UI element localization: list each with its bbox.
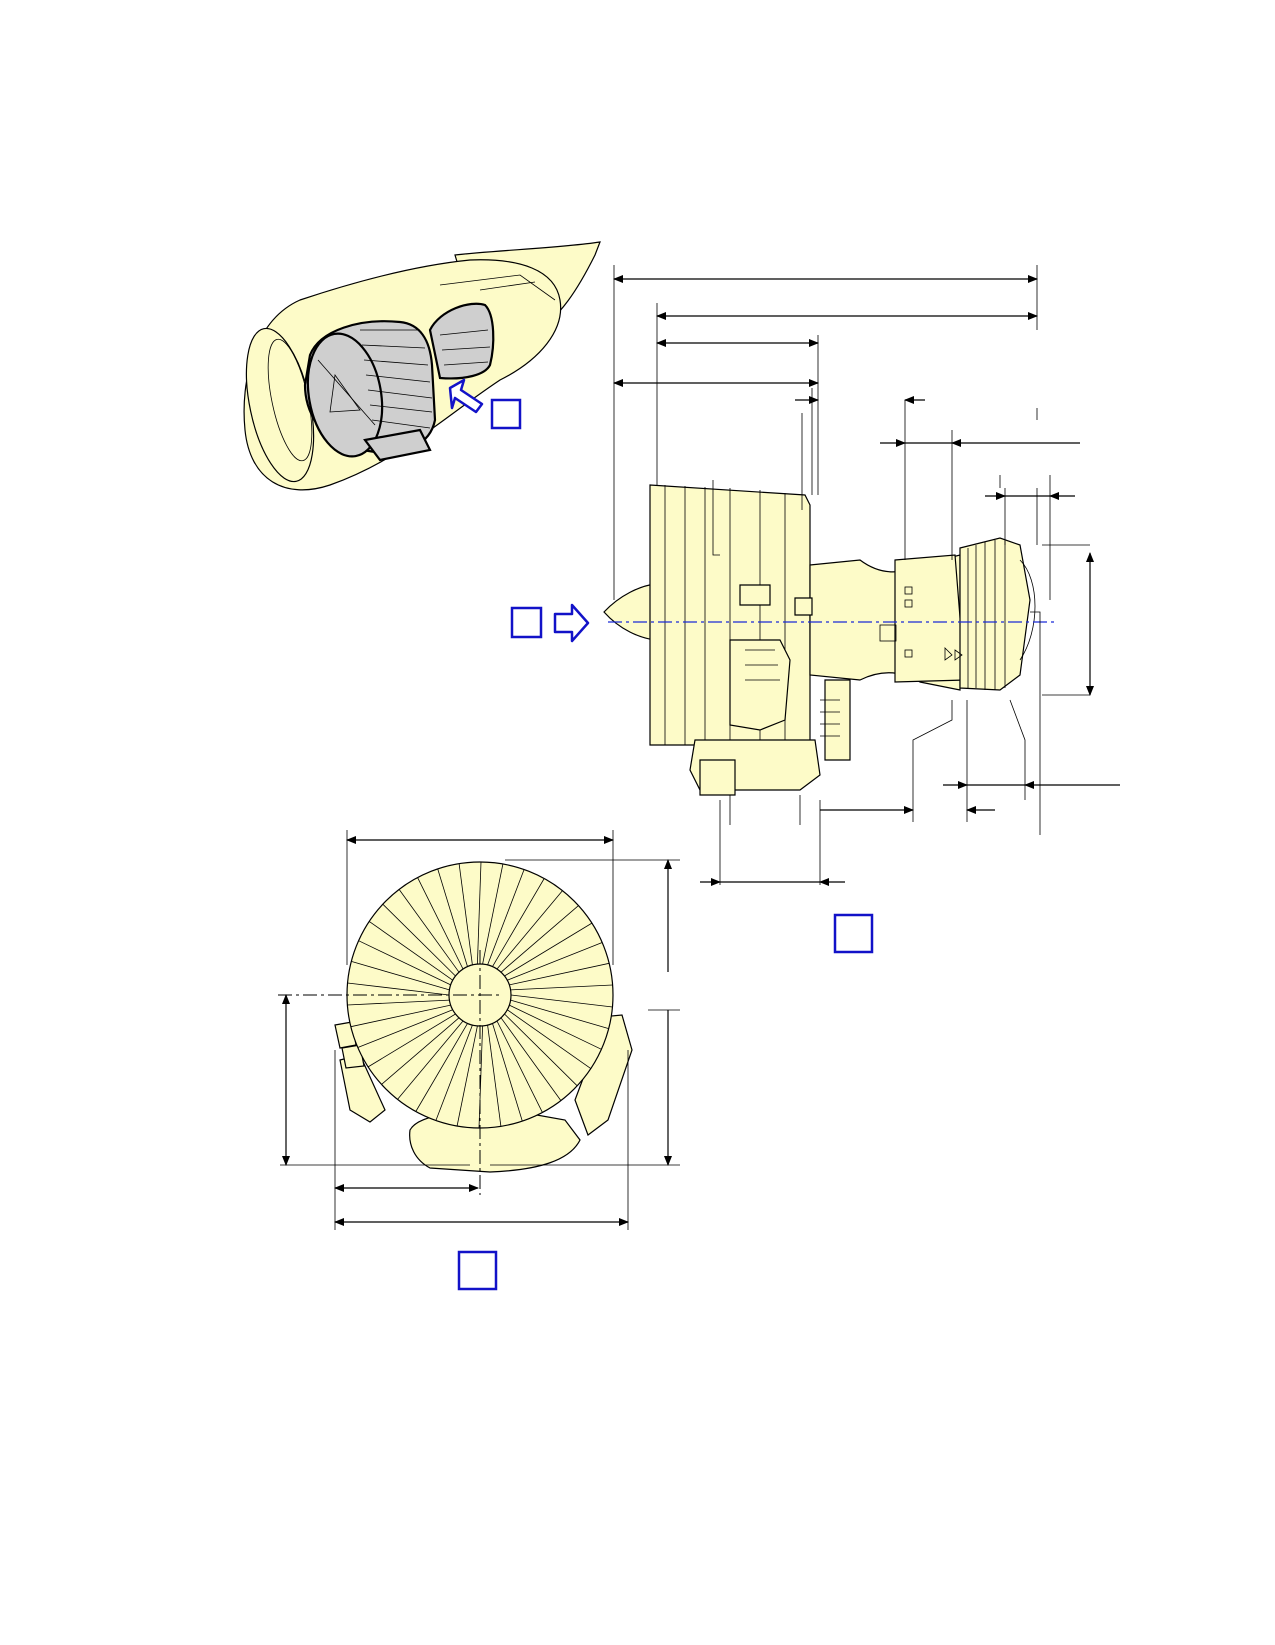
fan-blade [492,1023,523,1122]
fan-blade [458,863,473,965]
fan-blade [500,1017,562,1101]
fan-blade [510,999,609,1029]
callout-side-view-arrow-box [510,606,543,639]
callout-locator-box [490,398,522,430]
fan-blade [487,1025,502,1127]
fan-blade [504,922,593,977]
fan-blade [350,1004,451,1028]
fan-blade [367,1013,456,1068]
fan-blade [492,878,545,967]
fan-blade [358,940,451,986]
fan-blade [496,890,563,970]
fan-blade [487,869,525,966]
fan-blade [477,861,482,965]
fan-blade [510,984,613,991]
fan-blade [417,877,464,970]
fan-blade [435,1024,473,1121]
fan-blade [507,1009,592,1069]
fan-blade [500,905,579,973]
fan-blade [381,1017,460,1085]
fan-blade [368,921,453,981]
callout-side-view-box [833,913,874,954]
fan-blade [382,903,456,977]
fan-blade [357,1009,453,1048]
locator-view [243,241,601,491]
fan-blade [504,1013,578,1087]
fan-blade [456,1025,478,1127]
fan-blade [347,999,450,1006]
side-view [510,265,1120,954]
fan-blade [509,962,610,986]
fan-blade [482,863,504,965]
fan-blade [347,982,450,996]
fan-blade [398,889,460,973]
view-direction-arrow-right-icon [553,603,590,643]
fan-blade [507,942,603,981]
front-view [278,830,680,1291]
fan-blade [509,1004,602,1050]
fan-blade [496,1020,543,1113]
fan-blade [415,1023,468,1112]
fan-blade [510,994,613,1008]
fan-blade [437,868,468,967]
callout-front-view-box [457,1250,498,1291]
fan-blade [397,1020,464,1100]
fan-blade [351,961,450,991]
view-direction-arrow-icon [448,378,484,414]
